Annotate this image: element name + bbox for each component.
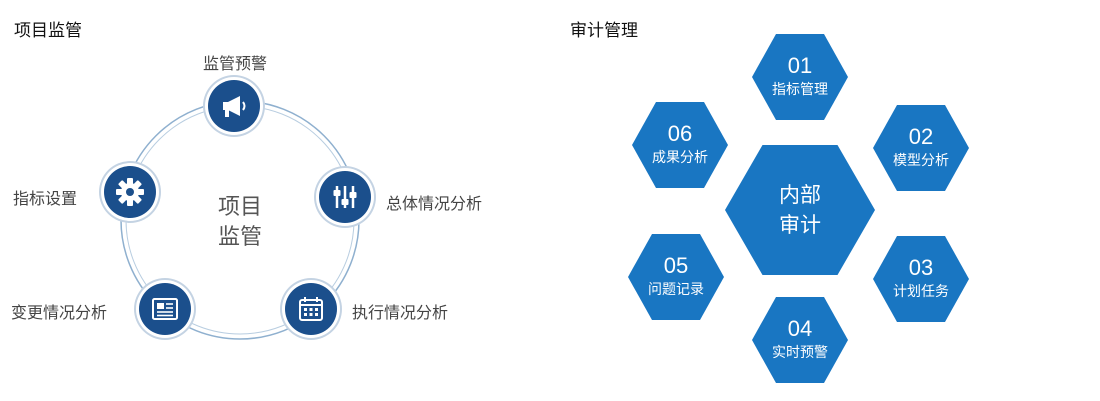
node-label-execution-analysis: 执行情况分析 (352, 303, 449, 322)
hex-item-04[interactable]: 04 实时预警 (752, 297, 848, 383)
node-change-analysis[interactable] (139, 283, 191, 335)
node-label-overall-analysis: 总体情况分析 (386, 194, 483, 213)
section-title-audit-management: 审计管理 (570, 21, 638, 41)
node-supervision-warning[interactable] (208, 80, 260, 132)
hex-number: 05 (663, 253, 689, 278)
hex-center-internal-audit[interactable]: 内部 审计 (725, 145, 875, 275)
hex-item-02[interactable]: 02 模型分析 (873, 105, 969, 191)
hex-label: 实时预警 (772, 345, 828, 361)
megaphone-icon (223, 96, 246, 117)
center-line-1: 项目 (217, 195, 262, 220)
node-label-indicator-settings: 指标设置 (13, 189, 78, 208)
hex-label: 模型分析 (893, 153, 949, 169)
document-icon (152, 298, 178, 320)
hex-label: 计划任务 (893, 284, 949, 300)
node-label-supervision-warning: 监管预警 (203, 54, 268, 73)
calendar-icon (299, 297, 323, 321)
hex-number: 03 (908, 255, 934, 280)
center-line-2: 审计 (779, 213, 821, 237)
hex-number: 06 (667, 121, 693, 146)
center-line-1: 内部 (779, 183, 821, 207)
hex-item-06[interactable]: 06 成果分析 (632, 102, 728, 188)
hex-item-01[interactable]: 01 指标管理 (752, 34, 848, 120)
hex-label: 成果分析 (652, 150, 708, 166)
node-indicator-settings[interactable] (104, 166, 156, 218)
hex-item-05[interactable]: 05 问题记录 (628, 234, 724, 320)
hex-number: 02 (908, 124, 934, 149)
center-line-2: 监管 (217, 225, 262, 250)
hex-label: 指标管理 (772, 82, 828, 98)
section-title-project-supervision: 项目监管 (14, 21, 82, 41)
hex-number: 01 (787, 53, 813, 78)
node-execution-analysis[interactable] (285, 283, 337, 335)
cycle-center-label: 项目 监管 (205, 193, 275, 253)
sliders-icon (333, 186, 357, 208)
node-overall-analysis[interactable] (319, 171, 371, 223)
hex-label: 问题记录 (648, 282, 704, 298)
hex-item-03[interactable]: 03 计划任务 (873, 236, 969, 322)
node-label-change-analysis: 变更情况分析 (11, 303, 108, 322)
hex-number: 04 (787, 316, 813, 341)
gear-icon (116, 178, 144, 206)
